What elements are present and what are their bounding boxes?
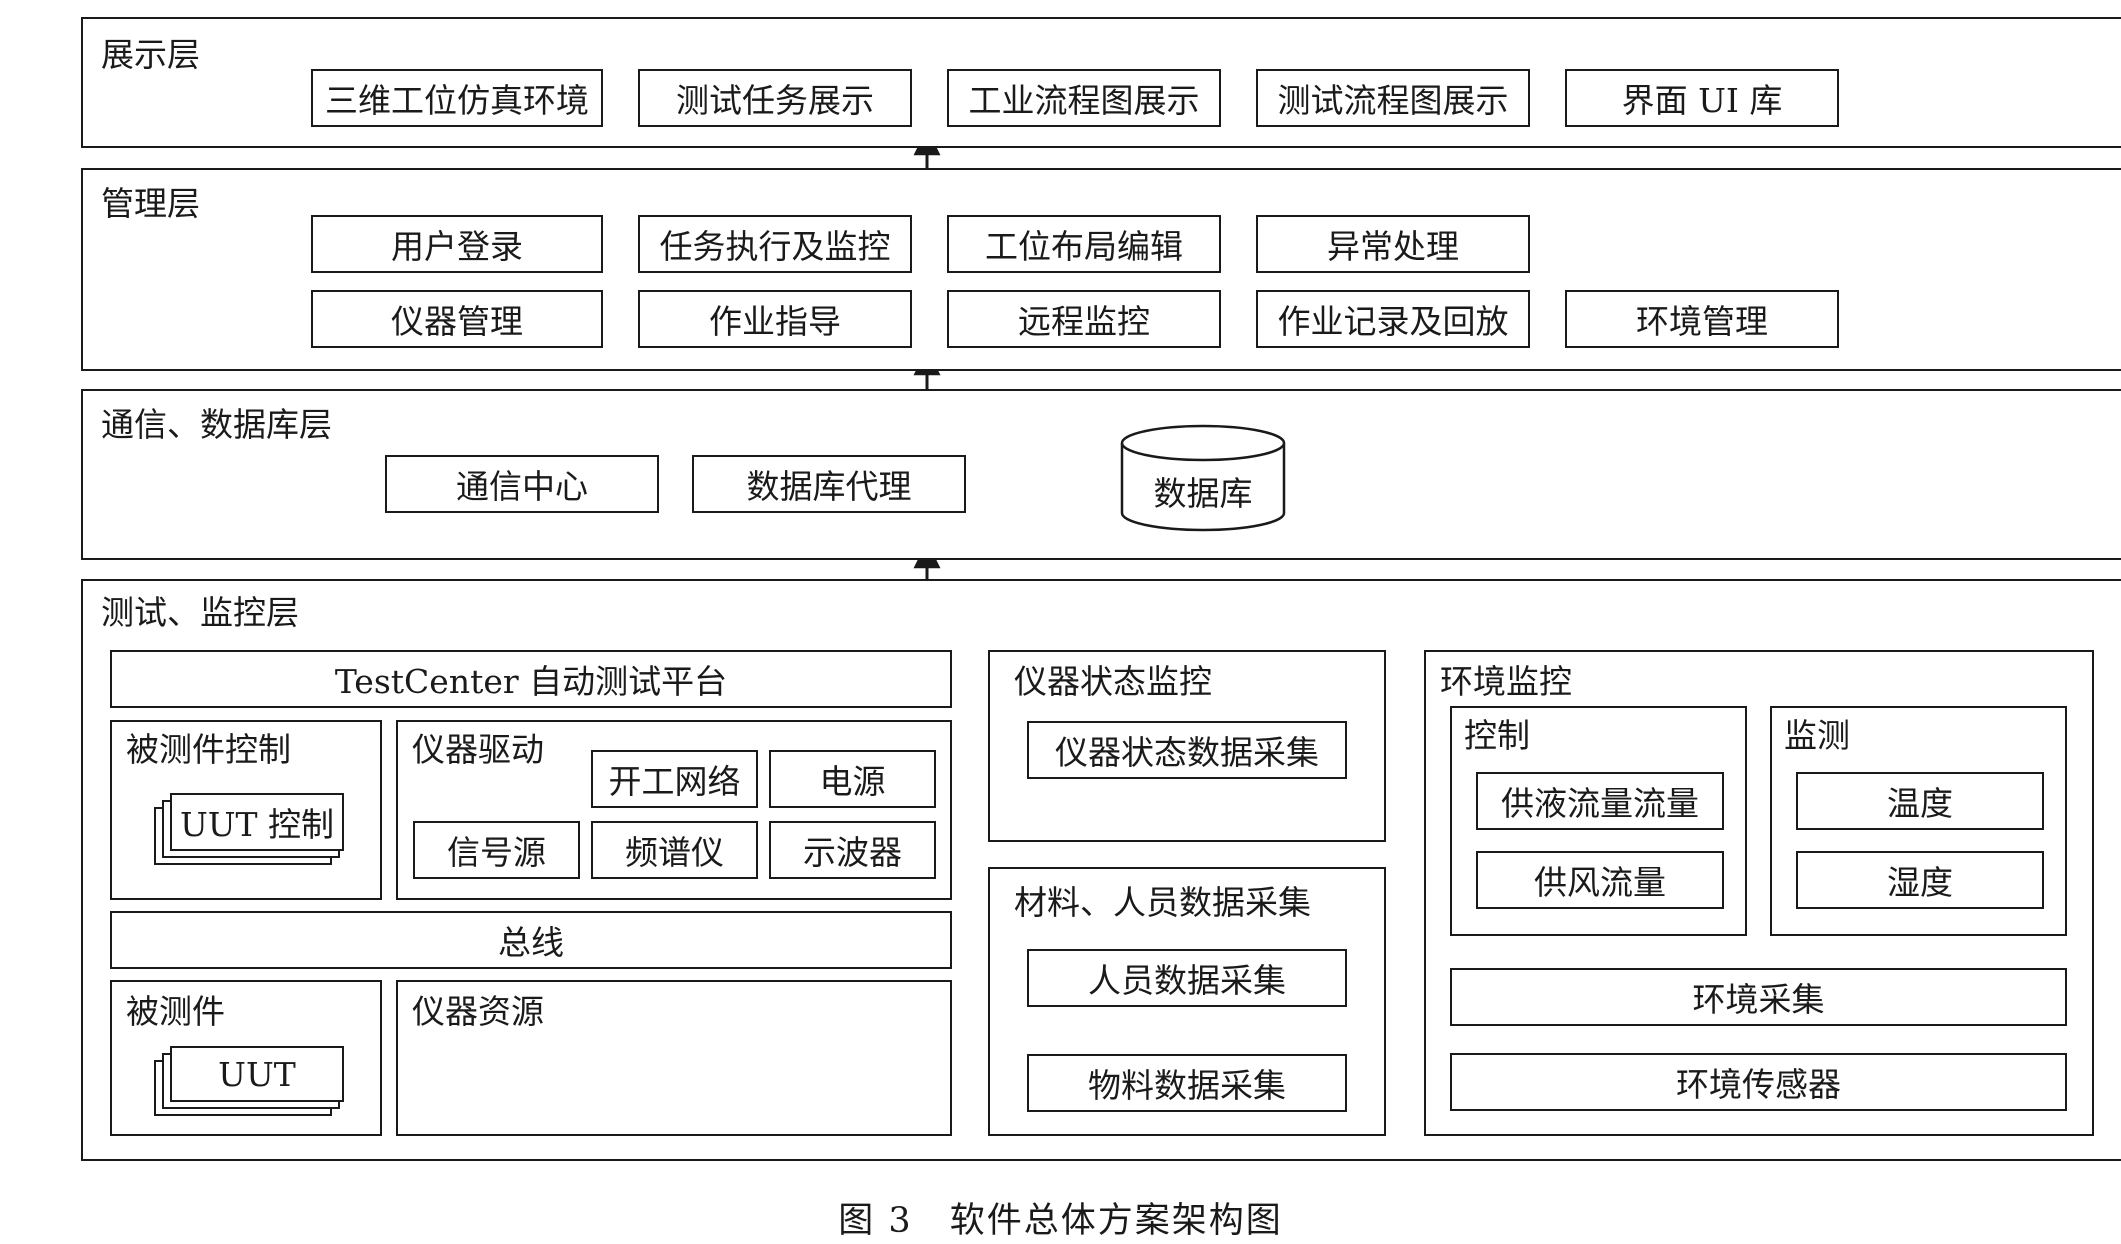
bus-box: 总线	[110, 911, 952, 969]
management-item: 异常处理	[1256, 215, 1530, 273]
env-sensor-box: 环境传感器	[1450, 1053, 2067, 1111]
db-proxy-box: 数据库代理	[692, 455, 966, 513]
presentation-layer-title: 展示层	[101, 35, 200, 74]
test-layer-title: 测试、监控层	[101, 593, 299, 632]
uut-control-box: UUT 控制	[170, 793, 344, 851]
driver-item: 频谱仪	[591, 821, 758, 879]
management-item: 用户登录	[311, 215, 603, 273]
management-item: 工位布局编辑	[947, 215, 1221, 273]
env-collect-box: 环境采集	[1450, 968, 2067, 1026]
management-layer-title: 管理层	[101, 184, 200, 223]
env-monitoring-title: 监测	[1784, 716, 1850, 755]
instrument-resource-title: 仪器资源	[412, 992, 544, 1031]
driver-item: 信号源	[413, 821, 580, 879]
testcenter-platform: TestCenter 自动测试平台	[110, 650, 952, 708]
instrument-driver-title: 仪器驱动	[412, 730, 544, 769]
presentation-item: 界面 UI 库	[1565, 69, 1839, 127]
env-control-item: 供风流量	[1476, 851, 1724, 909]
instrument-status-item: 仪器状态数据采集	[1027, 721, 1347, 779]
communication-layer-title: 通信、数据库层	[101, 405, 332, 444]
presentation-item: 工业流程图展示	[947, 69, 1221, 127]
management-item: 任务执行及监控	[638, 215, 912, 273]
driver-item: 开工网络	[591, 750, 758, 808]
env-control-item: 供液流量流量	[1476, 772, 1724, 830]
instrument-status-title: 仪器状态监控	[1014, 662, 1212, 701]
uut-box: UUT	[170, 1046, 344, 1102]
material-personnel-item: 人员数据采集	[1027, 949, 1347, 1007]
driver-item: 电源	[769, 750, 936, 808]
management-item: 远程监控	[947, 290, 1221, 348]
presentation-item: 测试任务展示	[638, 69, 912, 127]
env-monitoring-item: 湿度	[1796, 851, 2044, 909]
material-personnel-title: 材料、人员数据采集	[1014, 883, 1311, 922]
instrument-resource-panel: 仪器资源	[396, 980, 952, 1136]
management-item: 作业记录及回放	[1256, 290, 1530, 348]
presentation-item: 测试流程图展示	[1256, 69, 1530, 127]
env-monitoring-item: 温度	[1796, 772, 2044, 830]
comm-center-box: 通信中心	[385, 455, 659, 513]
presentation-item: 三维工位仿真环境	[311, 69, 603, 127]
driver-item: 示波器	[769, 821, 936, 879]
figure-caption: 图 3 软件总体方案架构图	[838, 1201, 1283, 1241]
material-personnel-item: 物料数据采集	[1027, 1054, 1347, 1112]
dut-control-title: 被测件控制	[126, 730, 291, 769]
env-control-title: 控制	[1464, 716, 1530, 755]
dut-title: 被测件	[126, 992, 225, 1031]
database-label: 数据库	[1153, 474, 1253, 513]
communication-layer: 通信、数据库层	[81, 389, 2121, 560]
management-item: 环境管理	[1565, 290, 1839, 348]
env-monitor-title: 环境监控	[1440, 662, 1572, 701]
management-item: 作业指导	[638, 290, 912, 348]
management-item: 仪器管理	[311, 290, 603, 348]
